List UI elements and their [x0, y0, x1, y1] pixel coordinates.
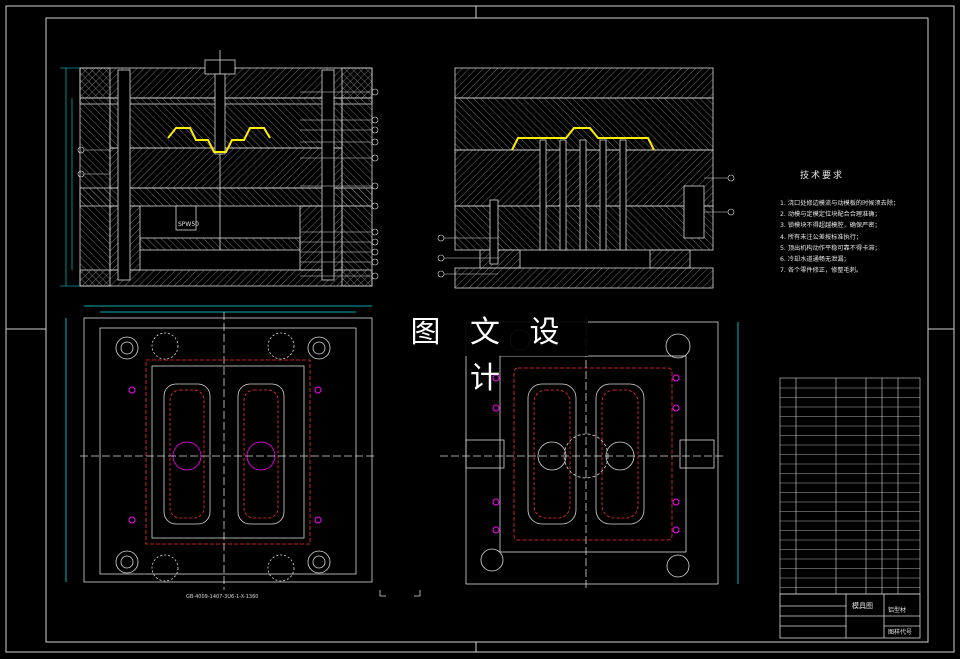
sheet-label: 图样代号: [888, 628, 912, 636]
plan-view-left: [65, 305, 376, 590]
sheet-frame: [5, 5, 955, 653]
tech-requirements: 1. 浇口处修边模流与动模板的时候须去除； 2. 动模与定模定位块配合合理准确；…: [780, 198, 920, 276]
tech-line: 5. 顶出机构动作平稳可靠不得卡滞；: [780, 244, 881, 252]
section-view-right: [454, 67, 714, 289]
corner-marks: [379, 590, 421, 597]
tech-requirements-title: 技术要求: [800, 171, 845, 181]
part-label: SPW50: [178, 221, 199, 228]
bom-rows: [780, 387, 920, 588]
dimension-lines-left: [60, 67, 80, 287]
leader-callouts-right: [437, 174, 735, 278]
tech-line: 2. 动模与定模定位块配合合理准确；: [780, 211, 881, 219]
title-block: [779, 593, 921, 639]
drawing-name: 模具图: [852, 601, 873, 610]
section-view-left: [79, 50, 373, 287]
bom-table: [779, 377, 921, 595]
material-label: 铝型材: [888, 606, 906, 614]
tech-line: 7. 各个零件修正，修整毛刺。: [780, 267, 863, 275]
tech-line: 1. 浇口处修边模流与动模板的时候须去除；: [780, 200, 900, 207]
cavity-profile-left: [167, 127, 271, 153]
watermark: 图 文 设 计: [392, 310, 588, 396]
ejector-markers: [128, 374, 680, 534]
tech-line: 4. 所有未注公差按标准执行；: [780, 233, 863, 241]
tech-line: 3. 锁模块不得超越模腔，确保严密；: [780, 222, 881, 230]
tech-line: 6. 冷却水道通畅无泄漏；: [780, 256, 850, 264]
plan-caption: GB-4009-1407-3U6-1-X-1360: [186, 594, 258, 600]
cavity-profile-right: [511, 127, 655, 151]
leader-callouts-left: [77, 88, 379, 280]
